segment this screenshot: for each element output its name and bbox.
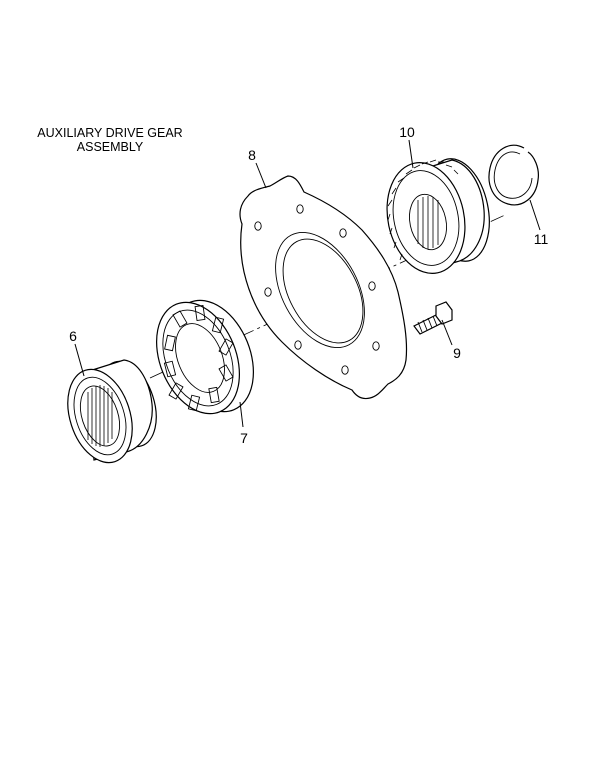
leader-part-7 — [239, 401, 244, 428]
callout-part-7: 7 — [240, 430, 248, 446]
callout-part-6: 6 — [69, 328, 77, 344]
leader-part-10 — [408, 139, 414, 169]
leader-part-6 — [74, 343, 85, 377]
diagram-title-line2: ASSEMBLY — [77, 140, 144, 154]
part-9-bolt — [413, 301, 453, 335]
part-6-splined-hub — [67, 359, 157, 464]
part-11-snap-ring — [488, 144, 539, 206]
diagram-title-line1: AUXILIARY DRIVE GEAR — [37, 126, 182, 140]
leader-part-9 — [441, 319, 453, 346]
part-8-housing-plate — [239, 175, 408, 400]
leader-part-11 — [529, 199, 541, 231]
callout-part-11: 11 — [534, 231, 549, 247]
callout-part-8: 8 — [248, 147, 256, 163]
leader-part-8 — [255, 162, 267, 189]
part-10-gear — [386, 158, 490, 274]
part-7-bearing — [156, 299, 254, 415]
callout-part-10: 10 — [399, 124, 415, 140]
callout-part-9: 9 — [453, 345, 461, 361]
